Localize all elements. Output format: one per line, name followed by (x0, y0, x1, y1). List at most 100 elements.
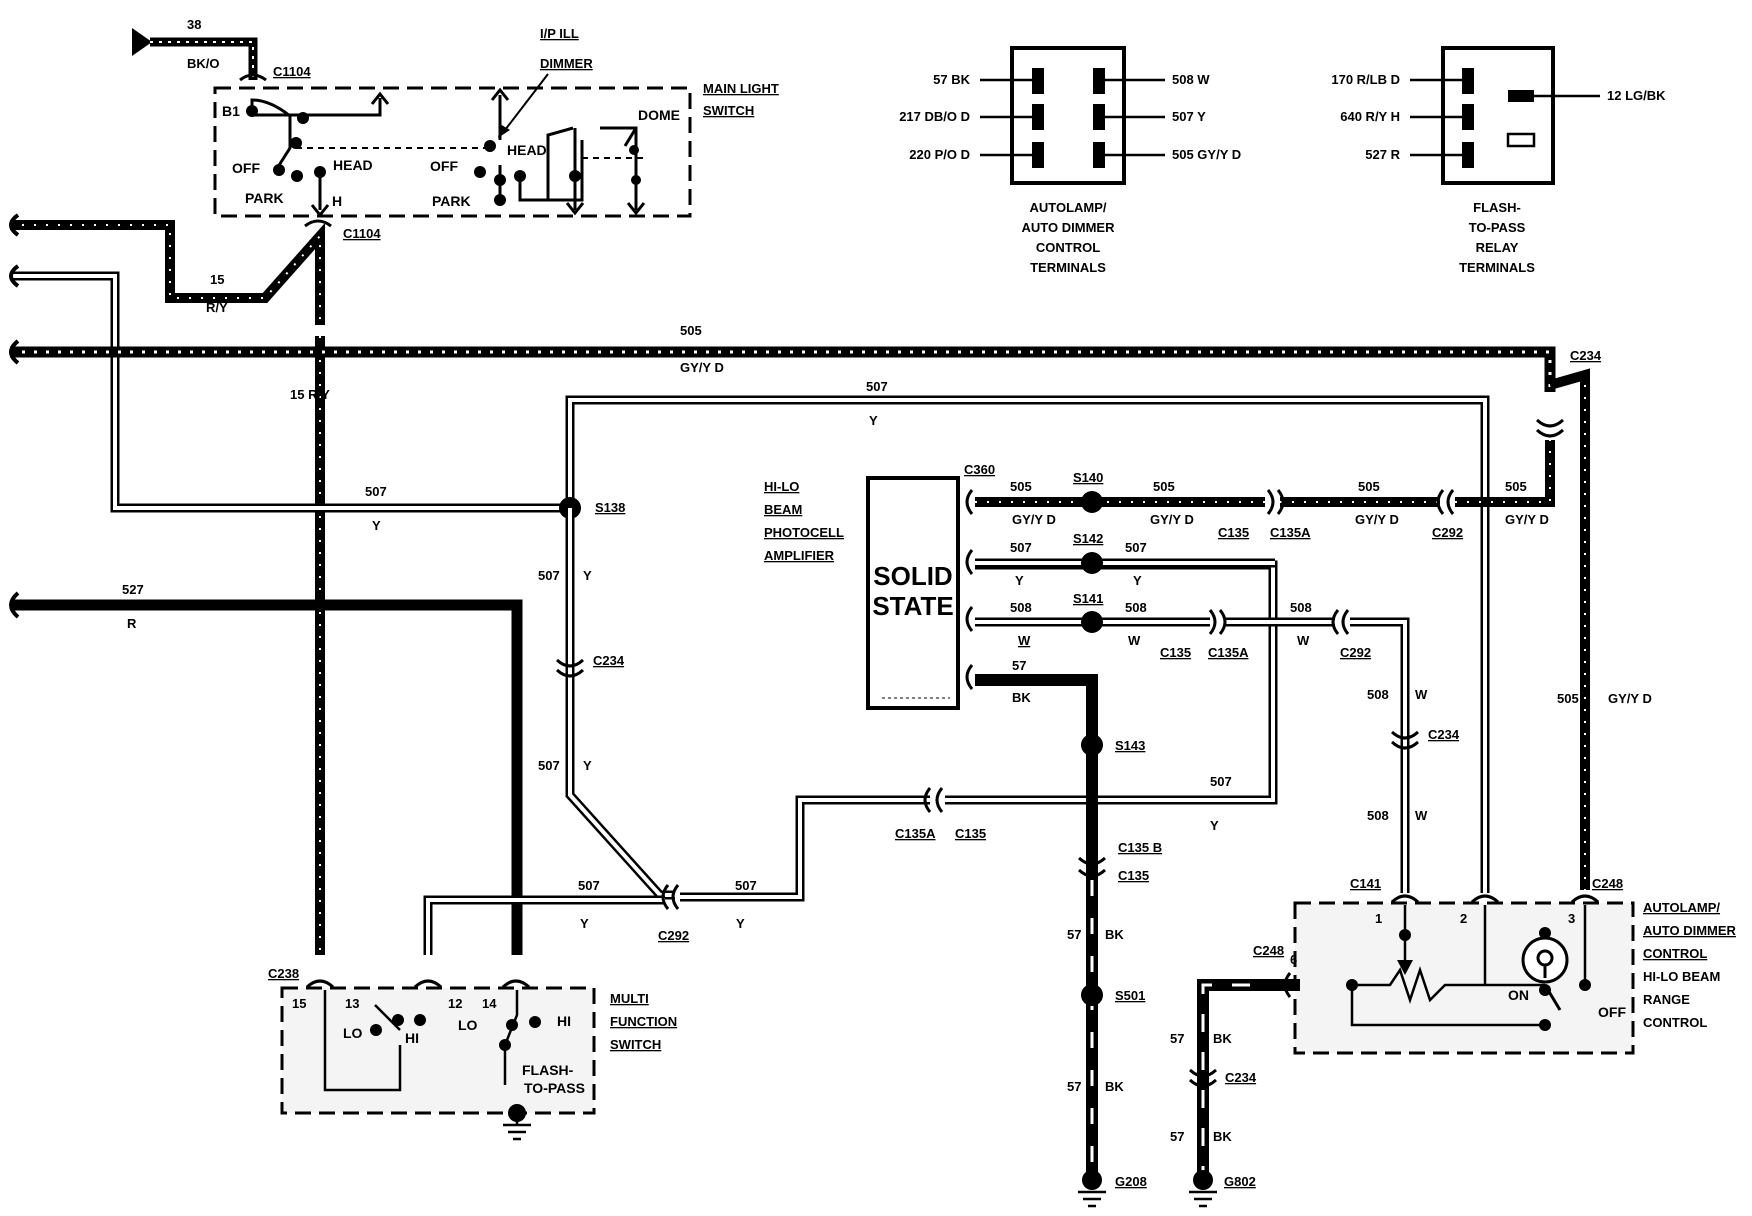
s141-label: S141 (1073, 591, 1103, 606)
amplifier-label-4: AMPLIFIER (764, 548, 835, 563)
c234-left-label: C234 (593, 653, 625, 668)
c248-top-label: C248 (1592, 876, 1623, 891)
g802-label: G802 (1224, 1174, 1256, 1189)
w507-top-circuit: 507 (866, 379, 888, 394)
ac-title2-1: HI-LO BEAM (1643, 969, 1720, 984)
autolamp-term-507: 507 Y (1172, 109, 1206, 124)
relay-caption-2: TO-PASS (1469, 220, 1526, 235)
w505-amp-circuit-3: 505 (1358, 479, 1380, 494)
w505-right-circuit: 505 (1557, 691, 1579, 706)
label-head-1: HEAD (333, 157, 373, 173)
w507-mfs-color: Y (580, 916, 589, 931)
w508-amp-circuit-3: 508 (1290, 600, 1312, 615)
wire-57-ground: 57 BK S143 C135 B C135 57 BK S501 57 BK … (975, 658, 1162, 1208)
w507-c135-circuit: 507 (735, 878, 757, 893)
wire-505-top: 505 GY/Y D (9, 323, 1556, 392)
label-off-1: OFF (232, 160, 260, 176)
w508-amp-color-1: W (1018, 633, 1031, 648)
s138-label: S138 (595, 500, 625, 515)
c234-g802-label: C234 (1225, 1070, 1257, 1085)
c234-right-label: C234 (1570, 348, 1602, 363)
main-light-switch: 38 BK/O C1104 B1 OFF HEAD PARK H I/P ILL… (132, 17, 779, 241)
w505-amp-color-2: GY/Y D (1150, 512, 1194, 527)
label-park-1: PARK (245, 190, 284, 206)
w57-ground-color-1: BK (1105, 927, 1124, 942)
s140-label: S140 (1073, 470, 1103, 485)
main-light-switch-title-1: MAIN LIGHT (703, 81, 779, 96)
feed-color: BK/O (187, 56, 220, 71)
solid-state-2: STATE (872, 591, 953, 621)
w507-left-color: Y (372, 518, 381, 533)
w507-down-color-2: Y (583, 758, 592, 773)
w505-amp-circuit-1: 505 (1010, 479, 1032, 494)
solid-state-1: SOLID (873, 561, 952, 591)
ac-title-2: AUTO DIMMER (1643, 923, 1737, 938)
w507-amp-circuit-1: 507 (1010, 540, 1032, 555)
w15-circuit: 15 (210, 272, 224, 287)
w527-circuit: 527 (122, 582, 144, 597)
autolamp-caption-2: AUTO DIMMER (1022, 220, 1116, 235)
w507-down-circuit-2: 507 (538, 758, 560, 773)
c135-mid-label: C135 (1160, 645, 1191, 660)
w505-amp-color-3: GY/Y D (1355, 512, 1399, 527)
ac-title-3: CONTROL (1643, 946, 1707, 961)
flash-relay-terminals: 170 R/LB D 640 R/Y H 527 R 12 LG/BK FLAS… (1331, 46, 1666, 275)
ground-mfs-icon (503, 1113, 531, 1141)
wire-15-top: 15 R/Y (9, 213, 325, 325)
w507-mfs-circuit: 507 (578, 878, 600, 893)
c141-label: C141 (1350, 876, 1381, 891)
autolamp-caption-3: CONTROL (1036, 240, 1100, 255)
ac-pin-6: 6 (1290, 952, 1297, 967)
mfs-flash-1: FLASH- (522, 1062, 574, 1078)
mfs-hi-1: HI (405, 1030, 419, 1046)
w507-down-circuit-1: 507 (538, 568, 560, 583)
w508-down-color-2: W (1415, 808, 1428, 823)
mfs-title-1: MULTI (610, 991, 649, 1006)
wire-507-mfs: 507 Y (423, 878, 665, 955)
ac-title2-2: RANGE (1643, 992, 1690, 1007)
w57-g802-color-2: BK (1213, 1129, 1232, 1144)
w505-right-color: GY/Y D (1608, 691, 1652, 706)
terminal-b1: B1 (222, 103, 240, 119)
w505-amp-color-4: GY/Y D (1505, 512, 1549, 527)
w505-amp-color-1: GY/Y D (1012, 512, 1056, 527)
mfs-hi-2: HI (557, 1013, 571, 1029)
c292-top-label: C292 (1432, 525, 1463, 540)
wire-527: 527 R (9, 582, 523, 955)
photocell-amplifier: SOLID STATE HI-LO BEAM PHOTOCELL AMPLIFI… (764, 462, 995, 710)
amplifier-label-2: BEAM (764, 502, 802, 517)
w57-ground-color-2: BK (1105, 1079, 1124, 1094)
g208-label: G208 (1115, 1174, 1147, 1189)
relay-caption-3: RELAY (1476, 240, 1519, 255)
w57-g802-circuit-1: 57 (1170, 1031, 1184, 1046)
w57-amp-circuit: 57 (1012, 658, 1026, 673)
s501-label: S501 (1115, 988, 1145, 1003)
relay-term-527: 527 R (1365, 147, 1400, 162)
w505-amp-circuit-2: 505 (1153, 479, 1175, 494)
autolamp-caption-1: AUTOLAMP/ (1029, 200, 1106, 215)
mfs-pin-15: 15 (292, 996, 306, 1011)
mfs-pin-14: 14 (482, 996, 497, 1011)
relay-caption-1: FLASH- (1473, 200, 1521, 215)
main-light-switch-title-2: SWITCH (703, 103, 754, 118)
autolamp-caption-4: TERMINALS (1030, 260, 1106, 275)
w508-down-color-1: W (1415, 687, 1428, 702)
ac-pin-2: 2 (1460, 911, 1467, 926)
ac-pin-3: 3 (1568, 911, 1575, 926)
label-dome: DOME (638, 107, 680, 123)
ac-title-1: AUTOLAMP/ (1643, 900, 1720, 915)
wire-507-left: 507 Y (9, 264, 570, 533)
ac-on-label: ON (1508, 987, 1529, 1003)
w15-vertical-label: 15 R/Y (290, 387, 330, 402)
ground-g208-icon (1078, 1190, 1106, 1208)
mfs-lo-1: LO (343, 1025, 363, 1041)
c360-label: C360 (964, 462, 995, 477)
wire-505-right: C234 505 GY/Y D (1535, 348, 1652, 890)
relay-term-640: 640 R/Y H (1340, 109, 1400, 124)
wire-507-amp: 507 Y 507 Y S142 (975, 531, 1275, 588)
ac-pin-1: 1 (1375, 911, 1382, 926)
c135a-bottom-label: C135A (895, 826, 936, 841)
dimmer-label-2: DIMMER (540, 56, 593, 71)
terminal-h: H (332, 193, 342, 209)
